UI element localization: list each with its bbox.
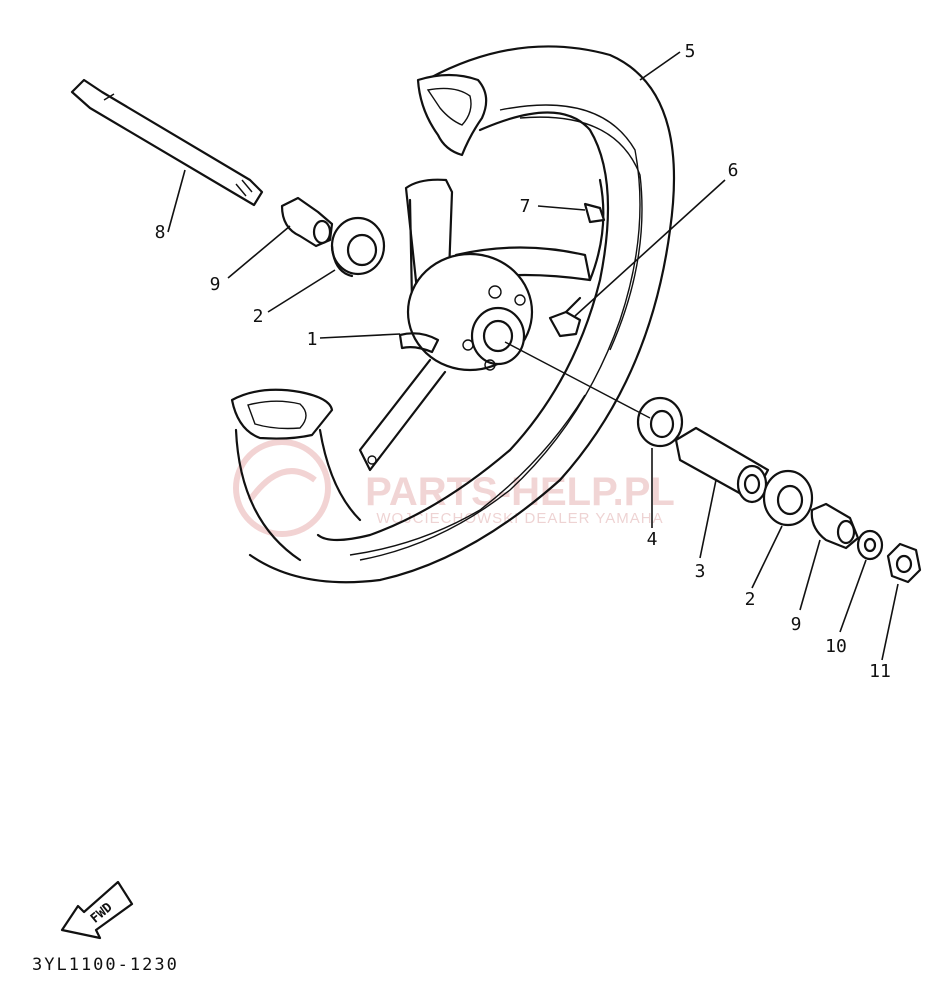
callout-1: 1 bbox=[307, 329, 318, 350]
bearing-left bbox=[330, 216, 386, 278]
nut bbox=[886, 542, 922, 584]
washer bbox=[856, 529, 884, 561]
drawing-code: 3YL1100-1230 bbox=[32, 955, 179, 975]
oil-seal bbox=[636, 396, 684, 448]
watermark-main-text: PARTS-HELP.PL bbox=[365, 470, 675, 514]
axle bbox=[70, 78, 264, 207]
spacer bbox=[674, 426, 770, 504]
collar-right bbox=[810, 502, 860, 550]
callout-11: 11 bbox=[869, 661, 891, 682]
collar-left bbox=[280, 196, 334, 248]
callout-6: 6 bbox=[728, 160, 739, 181]
wheel-hub bbox=[398, 252, 534, 372]
callout-10: 10 bbox=[825, 636, 847, 657]
callout-5: 5 bbox=[685, 41, 696, 62]
callout-4: 4 bbox=[647, 529, 658, 550]
callout-9-left: 9 bbox=[210, 274, 221, 295]
balance-weight bbox=[583, 202, 606, 224]
callout-labels: 1 2 2 3 4 5 6 7 8 9 9 10 11 bbox=[155, 41, 891, 682]
callout-3: 3 bbox=[695, 561, 706, 582]
fwd-arrow: FWD bbox=[60, 880, 134, 940]
callout-9-right: 9 bbox=[791, 614, 802, 635]
bearing-right bbox=[762, 469, 814, 527]
valve bbox=[548, 296, 582, 338]
axis-line bbox=[504, 341, 651, 419]
watermark: PARTS-HELP.PL WOJCIECHOWSKI DEALER YAMAH… bbox=[233, 439, 675, 537]
callout-2-right: 2 bbox=[745, 589, 756, 610]
callout-7: 7 bbox=[520, 196, 531, 217]
callout-8: 8 bbox=[155, 222, 166, 243]
watermark-sub-text: WOJCIECHOWSKI DEALER YAMAHA bbox=[376, 510, 663, 527]
callout-2-left: 2 bbox=[253, 306, 264, 327]
leader-lines bbox=[167, 51, 899, 661]
tire bbox=[230, 45, 676, 584]
